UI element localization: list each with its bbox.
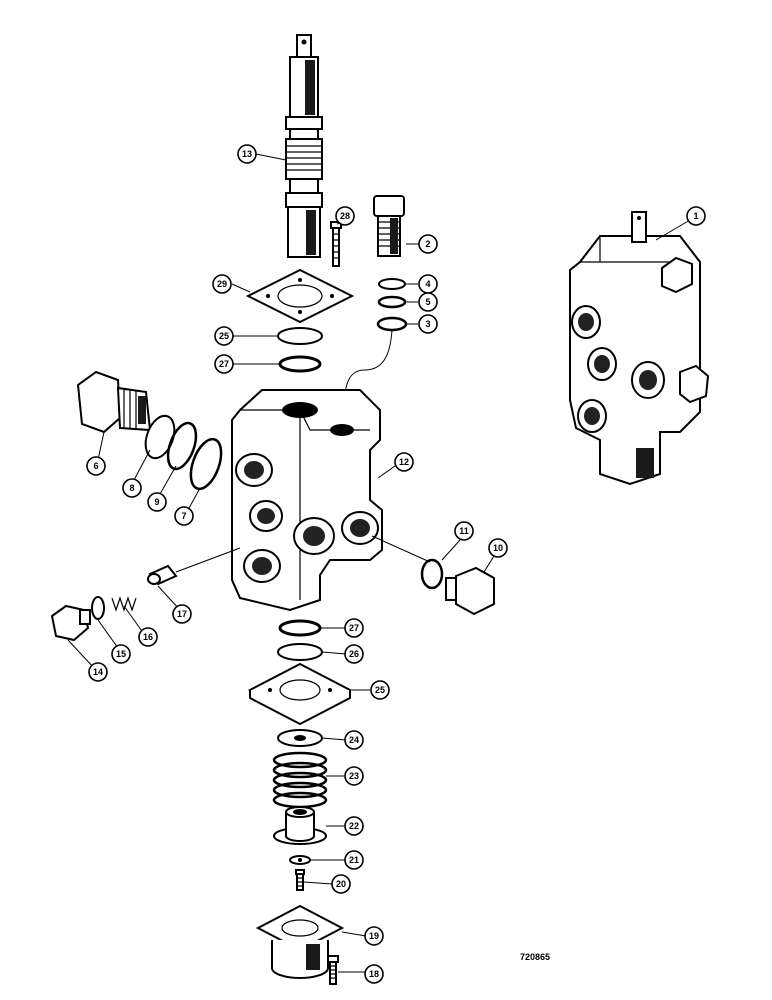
ring-5	[377, 295, 407, 309]
callout-19: 19	[364, 926, 384, 946]
callout-7: 7	[174, 506, 194, 526]
callout-6: 6	[86, 456, 106, 476]
svg-text:29: 29	[217, 279, 227, 289]
callout-21: 21	[344, 850, 364, 870]
callout-16: 16	[138, 627, 158, 647]
screw-18	[327, 955, 339, 985]
callout-25-top: 25	[214, 326, 234, 346]
ring-15	[91, 596, 105, 620]
svg-text:15: 15	[116, 649, 126, 659]
svg-text:21: 21	[349, 855, 359, 865]
callout-24: 24	[344, 730, 364, 750]
svg-text:2: 2	[425, 239, 430, 249]
svg-text:14: 14	[93, 667, 103, 677]
backup-ring-top	[277, 327, 323, 345]
reference-number: 720865	[520, 952, 550, 962]
ring-11	[420, 558, 444, 590]
callout-13: 13	[237, 144, 257, 164]
ring-4	[378, 278, 406, 290]
svg-text:19: 19	[369, 931, 379, 941]
o-ring-bottom	[278, 619, 322, 637]
svg-text:24: 24	[349, 735, 359, 745]
svg-text:23: 23	[349, 771, 359, 781]
plug-14	[50, 604, 91, 642]
svg-text:8: 8	[129, 483, 134, 493]
callout-2: 2	[418, 234, 438, 254]
svg-text:20: 20	[336, 879, 346, 889]
callout-5: 5	[418, 292, 438, 312]
o-ring-top	[278, 355, 322, 373]
svg-text:10: 10	[493, 543, 503, 553]
plug-10	[445, 566, 495, 616]
washer-24	[277, 729, 323, 747]
svg-text:27: 27	[219, 359, 229, 369]
relief-valve	[373, 195, 405, 257]
spring-23	[272, 751, 328, 809]
callout-27-bottom: 27	[344, 618, 364, 638]
callout-20: 20	[331, 874, 351, 894]
svg-text:5: 5	[425, 297, 430, 307]
assembled-valve	[569, 211, 710, 486]
callout-8: 8	[122, 478, 142, 498]
svg-text:18: 18	[369, 969, 379, 979]
ring-3	[376, 316, 408, 332]
callout-4: 4	[418, 274, 438, 294]
washer-21	[289, 855, 311, 865]
svg-text:6: 6	[93, 461, 98, 471]
plate-25	[247, 662, 353, 726]
svg-text:26: 26	[349, 649, 359, 659]
plate-29	[245, 268, 355, 324]
callout-14: 14	[88, 662, 108, 682]
callout-9: 9	[147, 492, 167, 512]
callout-25: 25	[370, 680, 390, 700]
svg-text:13: 13	[242, 149, 252, 159]
svg-text:1: 1	[693, 211, 698, 221]
callout-11: 11	[454, 521, 474, 541]
svg-text:25: 25	[375, 685, 385, 695]
callout-1: 1	[686, 206, 706, 226]
svg-text:27: 27	[349, 623, 359, 633]
svg-text:17: 17	[177, 609, 187, 619]
poppet-17	[147, 564, 178, 586]
spring-16	[111, 596, 137, 612]
svg-text:9: 9	[154, 497, 159, 507]
ring-7	[189, 437, 223, 491]
screw-20	[295, 869, 305, 891]
svg-text:22: 22	[349, 821, 359, 831]
callout-12: 12	[394, 452, 414, 472]
svg-text:28: 28	[340, 211, 350, 221]
ring-9	[166, 421, 198, 471]
svg-text:11: 11	[459, 526, 469, 536]
cap-19	[255, 904, 345, 979]
callout-3: 3	[418, 314, 438, 334]
svg-text:12: 12	[399, 457, 409, 467]
callout-29: 29	[212, 274, 232, 294]
callout-27-top: 27	[214, 354, 234, 374]
screw-28	[330, 221, 342, 267]
callout-22: 22	[344, 816, 364, 836]
callout-18: 18	[364, 964, 384, 984]
backup-ring-bottom	[277, 643, 323, 661]
spool	[285, 34, 323, 258]
svg-text:7: 7	[181, 511, 186, 521]
spring-seat-22	[273, 806, 327, 845]
port-plug-6	[76, 370, 152, 434]
callout-10: 10	[488, 538, 508, 558]
svg-text:16: 16	[143, 632, 153, 642]
svg-text:25: 25	[219, 331, 229, 341]
svg-text:3: 3	[425, 319, 430, 329]
callout-28: 28	[335, 206, 355, 226]
svg-text:4: 4	[425, 279, 430, 289]
callout-26: 26	[344, 644, 364, 664]
valve-body	[231, 389, 383, 612]
callout-23: 23	[344, 766, 364, 786]
callout-17: 17	[172, 604, 192, 624]
callout-15: 15	[111, 644, 131, 664]
